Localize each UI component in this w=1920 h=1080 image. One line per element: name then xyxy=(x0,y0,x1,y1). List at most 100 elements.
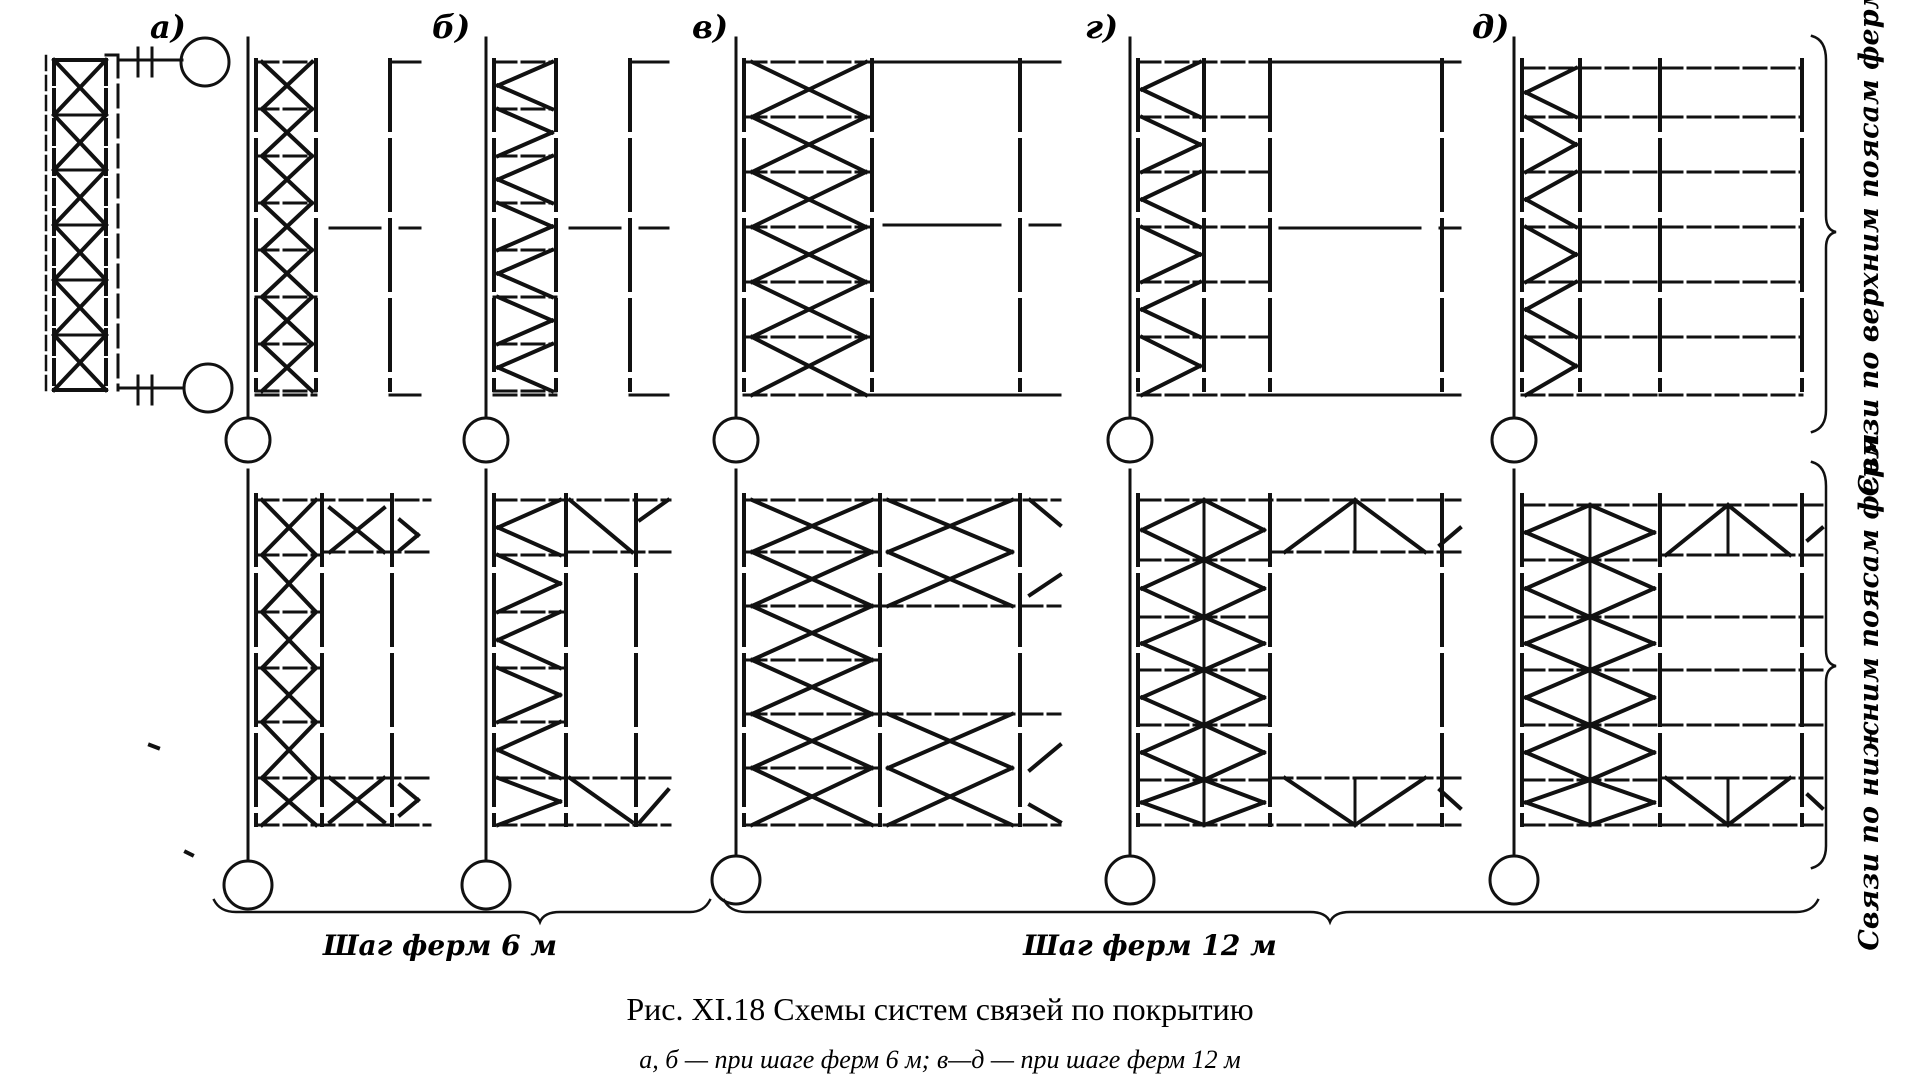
cross-brace xyxy=(259,497,319,558)
brace xyxy=(1523,65,1579,96)
column-circle xyxy=(1490,416,1538,464)
brace xyxy=(1139,59,1203,93)
cross-brace xyxy=(749,711,875,771)
brace-bracket-6m xyxy=(212,898,712,926)
brace xyxy=(1437,525,1463,548)
brace xyxy=(1587,585,1657,620)
brace xyxy=(1139,640,1207,673)
cross-brace xyxy=(749,657,875,717)
scan-speck xyxy=(147,742,161,751)
brace xyxy=(495,153,555,183)
brace xyxy=(1523,114,1579,148)
brace xyxy=(1523,749,1593,783)
brace xyxy=(495,580,563,615)
brace xyxy=(1587,667,1657,701)
panel-label-b: б) xyxy=(432,8,470,46)
brace xyxy=(1805,525,1825,543)
brace xyxy=(1523,196,1579,230)
column-circle xyxy=(460,859,512,911)
cross-brace xyxy=(259,341,315,394)
side-label-top-chords: Связи по верхним поясам ферм xyxy=(1854,0,1885,496)
brace xyxy=(1027,802,1063,825)
brace xyxy=(1139,799,1207,828)
cross-brace xyxy=(259,719,319,781)
cross-brace xyxy=(749,59,869,120)
cross-brace xyxy=(51,277,109,338)
cross-brace xyxy=(259,665,319,725)
brace xyxy=(397,797,421,818)
cross-brace xyxy=(259,247,315,300)
cross-brace xyxy=(885,549,1015,609)
brace xyxy=(1523,614,1593,647)
brace xyxy=(1139,224,1203,258)
brace xyxy=(1437,787,1463,811)
cross-brace xyxy=(259,294,315,347)
cross-brace xyxy=(259,153,315,206)
brace xyxy=(1139,334,1203,369)
brace xyxy=(1523,722,1593,756)
brace xyxy=(1523,529,1593,563)
brace xyxy=(1805,792,1825,811)
brace xyxy=(1523,251,1579,285)
elev-circle-bottom xyxy=(182,362,234,414)
brace xyxy=(1201,585,1267,620)
brace xyxy=(495,129,555,159)
cross-brace xyxy=(51,332,109,393)
brace xyxy=(495,524,563,558)
brace xyxy=(1201,799,1267,828)
brace xyxy=(1139,169,1203,203)
brace xyxy=(1523,694,1593,728)
column-circle xyxy=(224,416,272,464)
cross-brace xyxy=(749,114,869,175)
brace xyxy=(1139,614,1207,647)
brace xyxy=(1139,694,1207,728)
brace xyxy=(1523,557,1593,592)
brace xyxy=(495,798,563,828)
cross-brace xyxy=(51,222,109,283)
brace xyxy=(1587,614,1657,647)
brace xyxy=(1201,614,1267,647)
brace-bracket-top xyxy=(1810,34,1837,434)
brace xyxy=(1523,667,1593,701)
cross-brace xyxy=(259,106,315,159)
brace xyxy=(397,532,421,553)
brace xyxy=(1027,572,1063,598)
brace xyxy=(1201,527,1267,563)
brace xyxy=(495,317,555,347)
column-circle xyxy=(1488,854,1540,906)
elev-circle-top xyxy=(179,36,231,88)
brace xyxy=(1725,775,1793,828)
brace xyxy=(495,176,555,206)
brace xyxy=(1523,502,1593,536)
brace xyxy=(1587,722,1657,756)
cross-brace xyxy=(259,200,315,253)
brace xyxy=(1201,497,1267,533)
column-circle xyxy=(710,854,762,906)
brace xyxy=(1201,722,1267,756)
brace xyxy=(1523,89,1579,120)
spacing-label-12m: Шаг ферм 12 м xyxy=(1022,929,1277,962)
brace xyxy=(495,775,563,805)
brace xyxy=(495,637,563,671)
brace xyxy=(1587,799,1657,828)
brace xyxy=(397,782,421,803)
brace xyxy=(1139,196,1203,230)
brace xyxy=(1139,667,1207,701)
brace xyxy=(495,270,555,300)
brace xyxy=(567,497,635,555)
column-circle xyxy=(1104,854,1156,906)
side-label-bottom-chords: Связи по нижним поясам ферм xyxy=(1854,433,1885,950)
brace xyxy=(495,747,563,781)
brace xyxy=(1523,141,1579,175)
brace xyxy=(637,497,671,523)
cross-brace xyxy=(749,169,869,230)
brace xyxy=(1523,334,1579,369)
brace xyxy=(495,665,563,698)
brace xyxy=(1139,306,1203,340)
cross-brace xyxy=(885,497,1015,555)
brace-bracket-bottom xyxy=(1810,460,1837,870)
cross-brace xyxy=(51,57,109,118)
cross-brace xyxy=(51,167,109,228)
cross-brace xyxy=(749,603,875,663)
